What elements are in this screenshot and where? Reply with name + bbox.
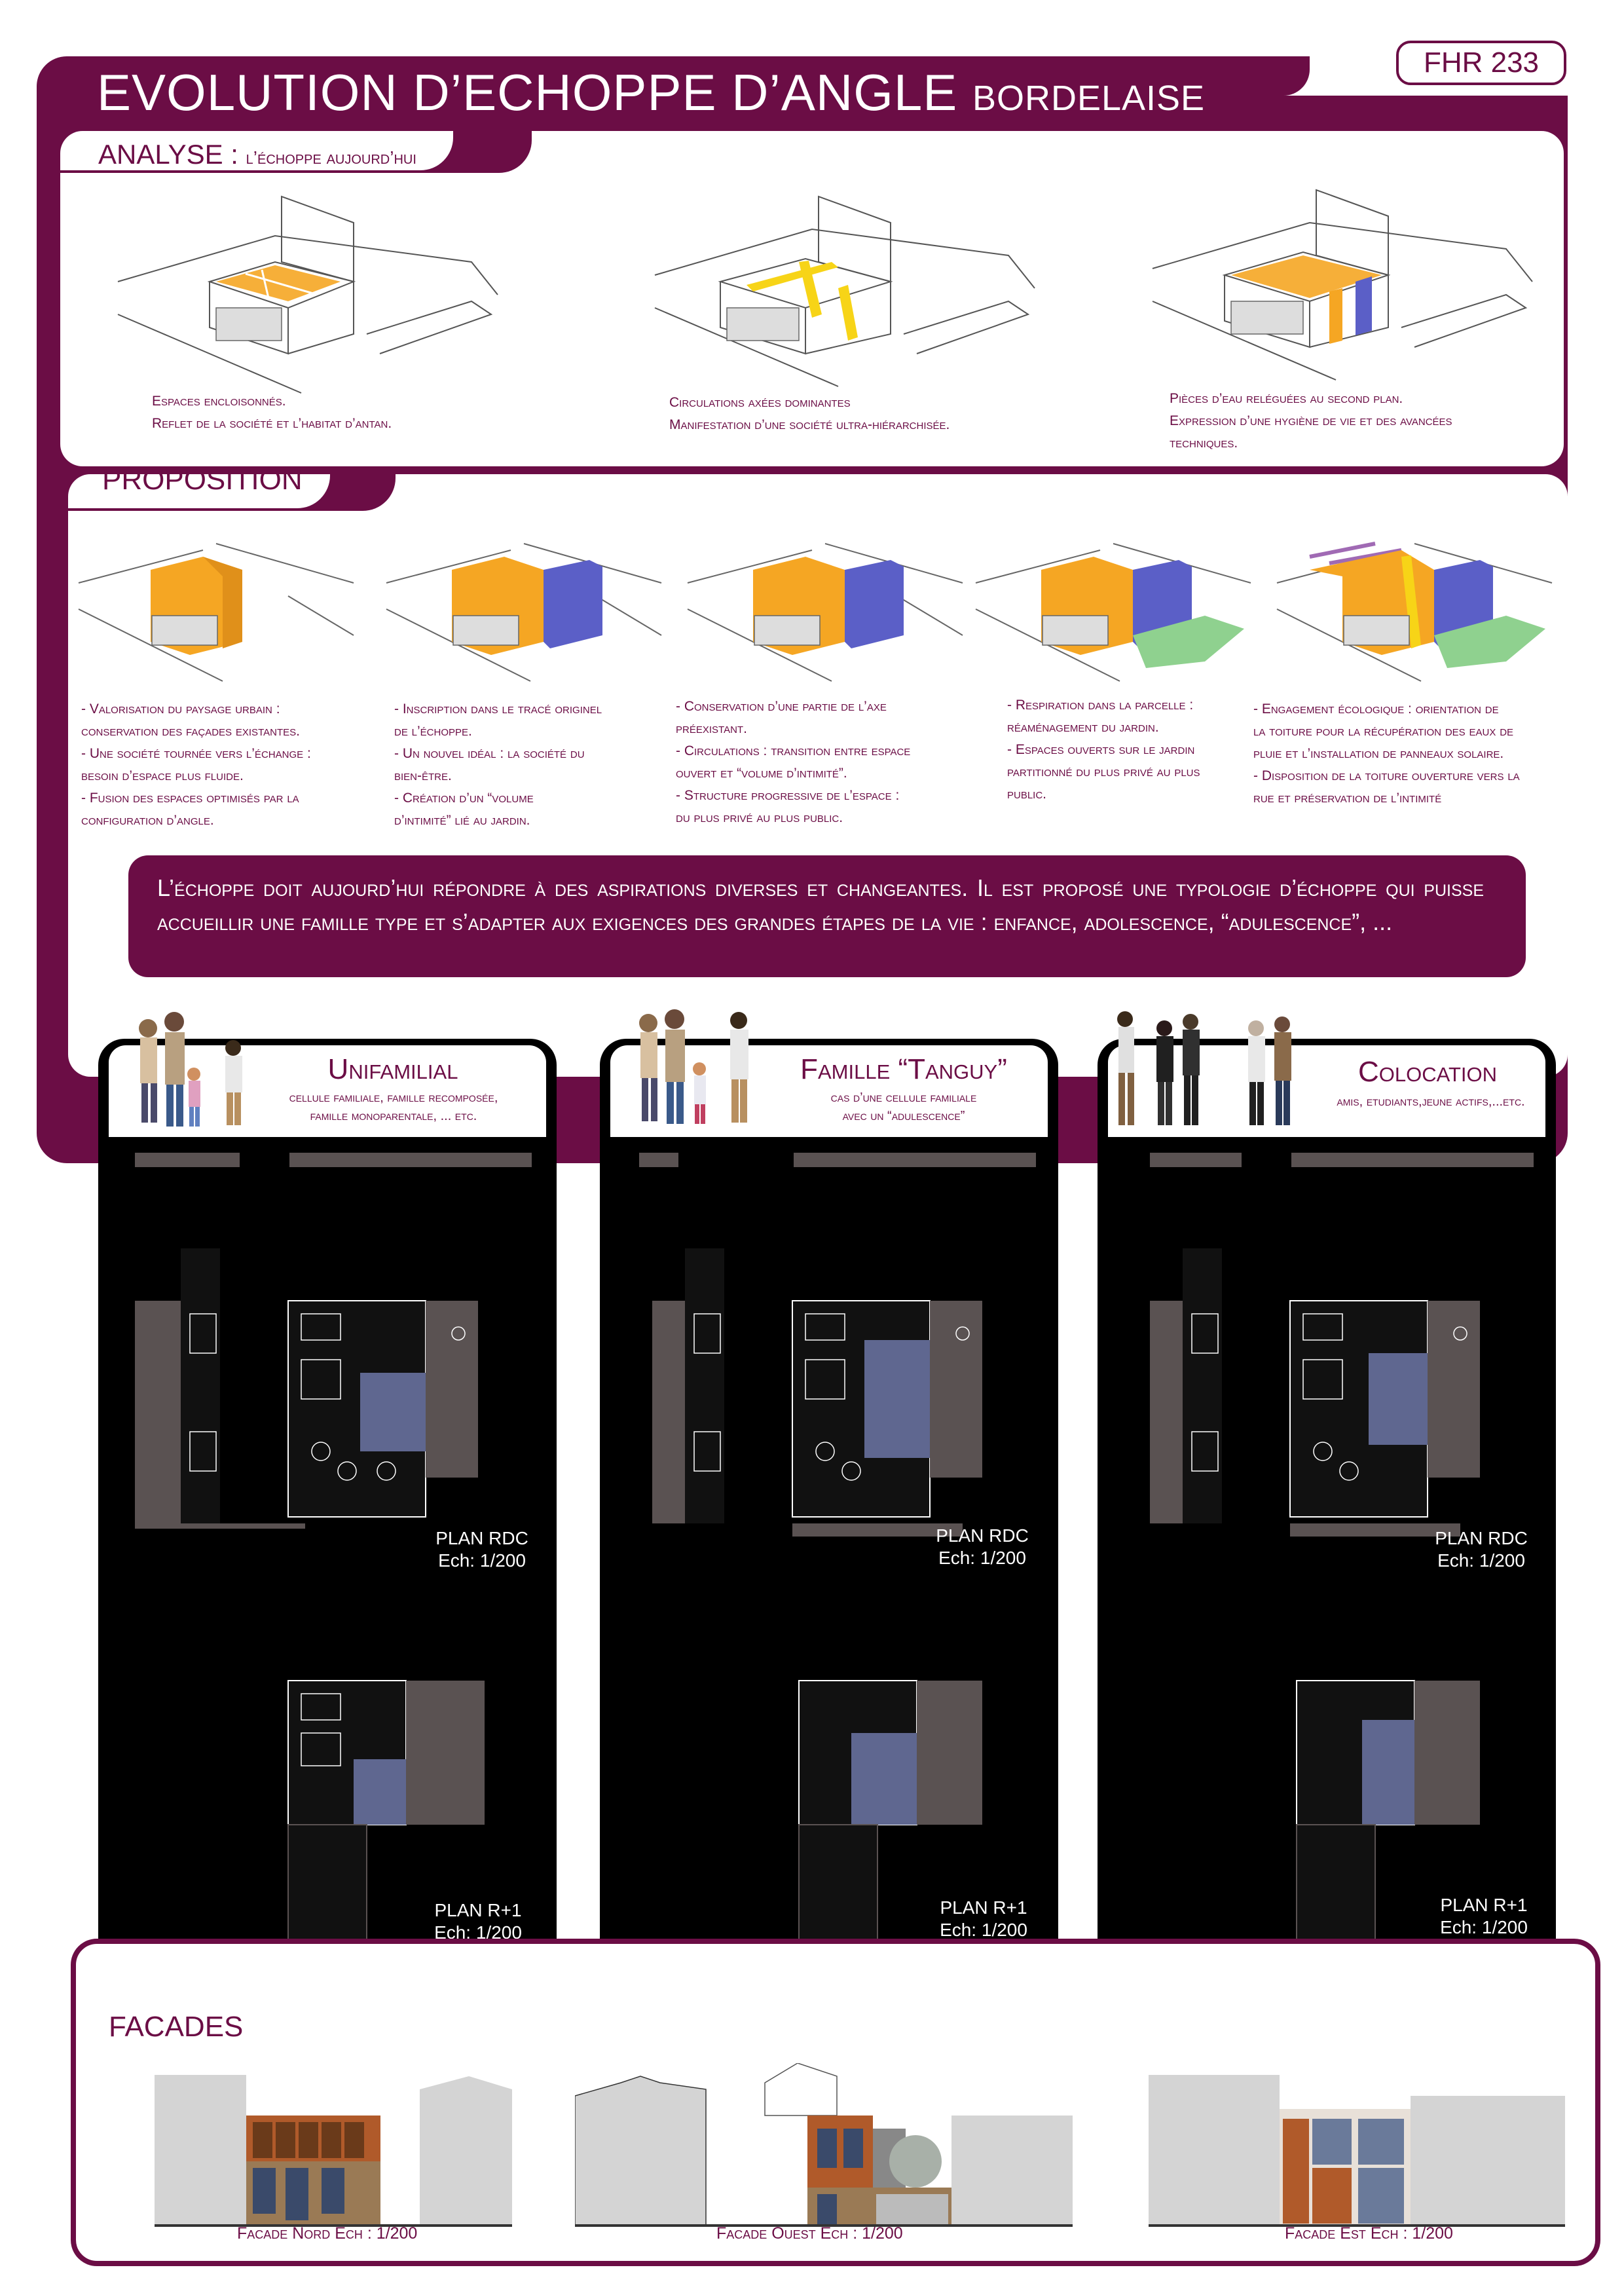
scenario-3-title: Colocation	[1357, 1056, 1498, 1088]
analyse-sketch-2	[654, 195, 1035, 387]
intro-box	[128, 855, 1526, 977]
page-title: EVOLUTION D’ECHOPPE D’ANGLE BORDELAISE	[97, 64, 1206, 121]
facade-nord-caption: Facade Nord Ech : 1/200	[237, 2224, 418, 2243]
scenario-2-people	[622, 1003, 766, 1132]
proposition-sketch-3	[687, 543, 963, 682]
proposition-caption-4: - Respiration dans la parcelle :réaménag…	[1007, 698, 1200, 802]
scenario-3-people	[1105, 1002, 1308, 1133]
scenario-2-title: Famille “Tanguy”	[800, 1053, 1007, 1085]
proposition-caption-1: - Valorisation du paysage urbain :conser…	[81, 701, 311, 828]
facade-est-caption: Facade Est Ech : 1/200	[1285, 2224, 1453, 2243]
analyse-sketch-3	[1152, 189, 1533, 381]
proposition-sketch-4	[975, 543, 1251, 682]
facades-title: FACADES	[109, 2011, 244, 2043]
analyse-caption-1: Espaces encloisonnés.Reflet de la sociét…	[152, 394, 392, 431]
facade-ouest-caption: Facade Ouest Ech : 1/200	[716, 2224, 903, 2243]
frame-notch-round	[1231, 56, 1310, 96]
scenario-1-subtitle: cellule familiale, famille recomposée,fa…	[289, 1090, 498, 1123]
proposition-tab-inner	[68, 474, 330, 508]
scenario-1-people	[122, 1009, 259, 1133]
analyse-sketch-1	[117, 195, 498, 394]
proposition-title: PROPOSITION	[102, 464, 303, 496]
facade-ouest	[575, 2063, 1073, 2227]
analyse-title: ANALYSE : l’échoppe aujourd’hui	[98, 139, 416, 170]
analyse-caption-3: Pièces d’eau reléguées au second plan.Ex…	[1170, 391, 1452, 451]
scenario-3-plans	[1150, 1153, 1534, 1975]
proposition-caption-5: - Engagement écologique : orientation de…	[1253, 701, 1520, 806]
analyse-tab-inner	[60, 131, 453, 170]
intro-line2: 3 scénarios sont explorés :	[157, 977, 434, 1003]
scenario-1-plans	[135, 1153, 532, 1975]
proposition-sketch-2	[386, 543, 662, 682]
intro-text: L’échoppe doit aujourd’hui répondre à de…	[157, 874, 1484, 935]
proposition-sketch-1	[78, 543, 354, 682]
facade-nord	[155, 2075, 512, 2227]
scenario-1-title: Unifamilial	[327, 1053, 458, 1085]
project-badge: FHR 233	[1396, 41, 1566, 85]
proposition-sketch-5	[1276, 542, 1553, 682]
facade-est	[1149, 2075, 1565, 2227]
scenario-3-header	[1108, 1045, 1545, 1137]
scenario-3-subtitle: amis, etudiants,jeune actifs,...etc.	[1337, 1094, 1525, 1109]
